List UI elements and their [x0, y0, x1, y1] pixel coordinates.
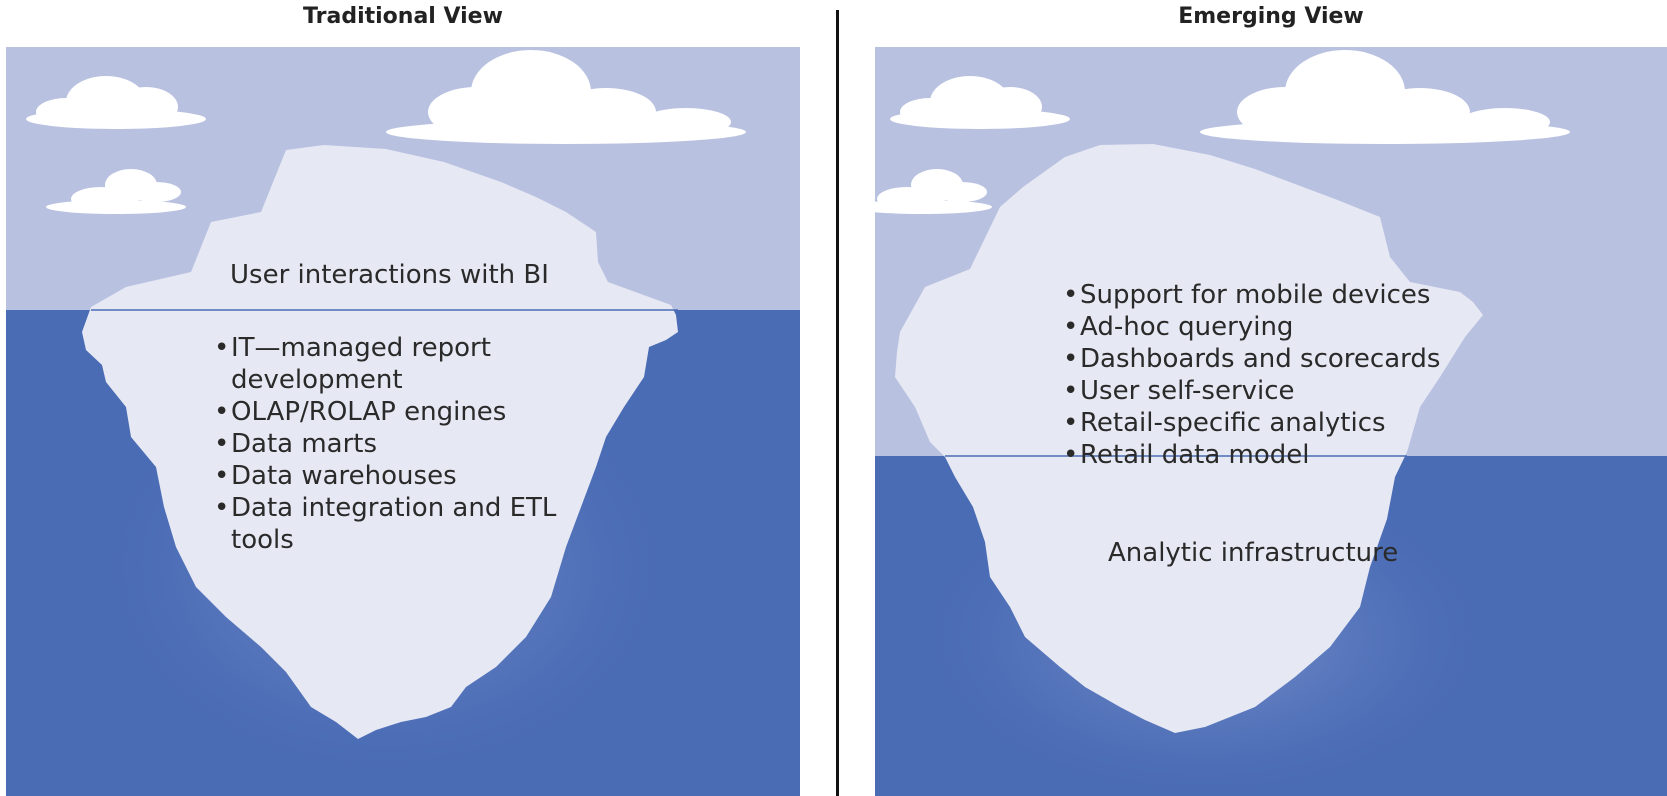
list-item: Ad-hoc querying: [1063, 311, 1440, 343]
emerging-bottom-label: Analytic infrastructure: [1108, 538, 1399, 568]
list-item: Support for mobile devices: [1063, 279, 1440, 311]
emerging-view-title: Emerging View: [1178, 4, 1364, 29]
cloud-icon: [46, 169, 186, 214]
traditional-view-title: Traditional View: [303, 4, 503, 29]
list-item: IT—managed report development: [214, 332, 556, 396]
list-item: Data integration and ETL tools: [214, 492, 556, 556]
list-item: Dashboards and scorecards: [1063, 343, 1440, 375]
list-item: User self-service: [1063, 375, 1440, 407]
traditional-top-label: User interactions with BI: [230, 260, 549, 290]
cloud-icon: [1200, 50, 1570, 144]
traditional-bullet-list: IT—managed report development OLAP/ROLAP…: [214, 332, 556, 556]
list-item: Data warehouses: [214, 460, 556, 492]
emerging-iceberg-illustration: [875, 47, 1667, 796]
panel-divider: [836, 10, 839, 796]
list-item: Retail data model: [1063, 439, 1440, 471]
emerging-bullet-list: Support for mobile devices Ad-hoc queryi…: [1063, 279, 1440, 471]
cloud-icon: [26, 76, 206, 129]
list-item: Data marts: [214, 428, 556, 460]
cloud-icon: [890, 76, 1070, 129]
cloud-icon: [875, 169, 992, 214]
list-item: OLAP/ROLAP engines: [214, 396, 556, 428]
list-item: Retail-specific analytics: [1063, 407, 1440, 439]
cloud-icon: [386, 50, 746, 144]
